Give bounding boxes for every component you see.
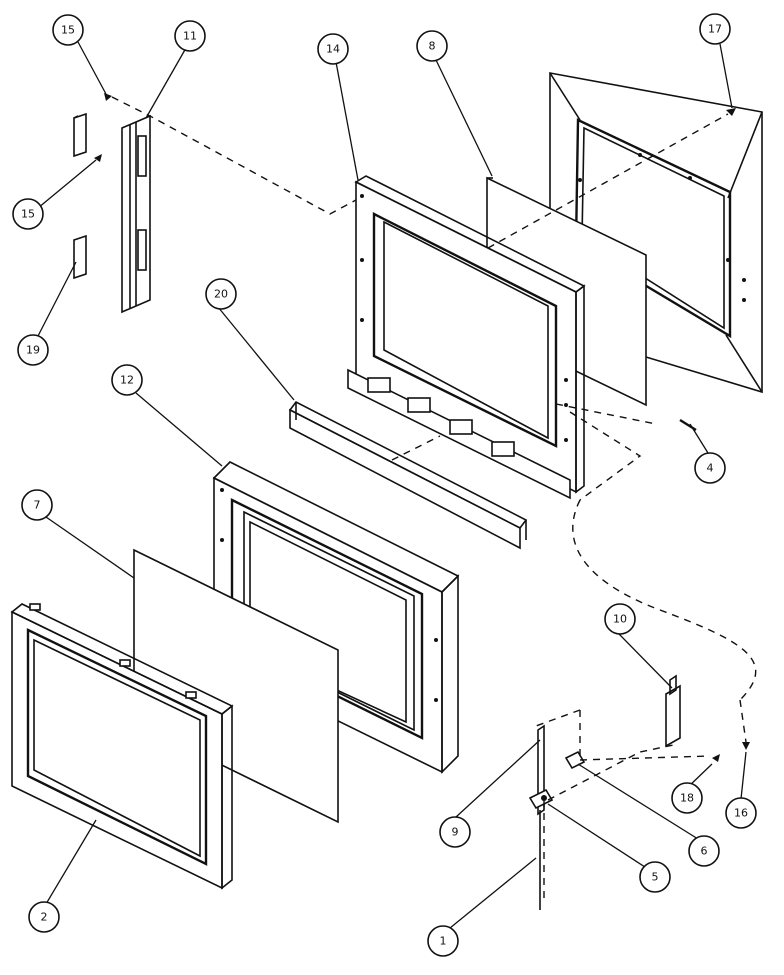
leader-lines: [37, 41, 747, 929]
latch-part-5: [528, 788, 554, 810]
callout-15-mid: 15: [12, 198, 44, 230]
callout-10: 10: [604, 603, 636, 635]
svg-text:9: 9: [452, 826, 459, 839]
callout-8: 8: [416, 30, 448, 62]
svg-text:19: 19: [26, 344, 40, 357]
svg-text:10: 10: [613, 613, 627, 626]
callout-5: 5: [639, 861, 671, 893]
callout-15-top: 15: [52, 14, 84, 46]
callout-18: 18: [671, 782, 703, 814]
pin-4: [679, 418, 697, 432]
spacer-block-upper: [73, 112, 87, 158]
screw-15-top: [104, 93, 112, 101]
svg-text:8: 8: [429, 40, 436, 53]
hinge-strip-11: [121, 114, 151, 314]
svg-text:5: 5: [652, 871, 659, 884]
callout-14: 14: [317, 33, 349, 65]
callout-9: 9: [439, 816, 471, 848]
callout-7: 7: [21, 489, 53, 521]
spacer-block-19: [73, 234, 87, 280]
outer-frame-2: [10, 603, 234, 890]
assembly-lines: [111, 96, 757, 900]
svg-text:2: 2: [41, 911, 48, 924]
latch-bracket-10: [665, 674, 681, 748]
callout-2: 2: [28, 901, 60, 933]
svg-text:15: 15: [21, 208, 35, 221]
screw-17: [726, 108, 736, 116]
svg-text:18: 18: [680, 792, 694, 805]
callout-11: 11: [174, 20, 206, 52]
callout-1: 1: [427, 925, 459, 957]
channel-20: [288, 400, 528, 550]
glass-panel-7: [133, 548, 339, 824]
svg-text:16: 16: [734, 807, 748, 820]
screw-18: [712, 754, 720, 762]
callout-6: 6: [688, 835, 720, 867]
callout-12: 12: [111, 364, 143, 396]
svg-text:14: 14: [326, 43, 340, 56]
callout-4: 4: [694, 452, 726, 484]
screw-15-mid: [94, 154, 102, 162]
svg-text:6: 6: [701, 845, 708, 858]
svg-text:4: 4: [707, 462, 714, 475]
callout-16: 16: [725, 797, 757, 829]
callout-20: 20: [205, 278, 237, 310]
svg-text:1: 1: [440, 935, 447, 948]
svg-text:7: 7: [34, 499, 41, 512]
callout-17: 17: [699, 13, 731, 45]
callout-19: 19: [17, 334, 49, 366]
svg-text:20: 20: [214, 288, 228, 301]
svg-text:15: 15: [61, 24, 75, 37]
inner-frame-14: [347, 175, 586, 500]
screw-16: [742, 742, 750, 750]
latch-plate-9: [537, 724, 545, 910]
svg-text:17: 17: [708, 23, 722, 36]
svg-text:12: 12: [120, 374, 134, 387]
svg-text:11: 11: [183, 30, 197, 43]
